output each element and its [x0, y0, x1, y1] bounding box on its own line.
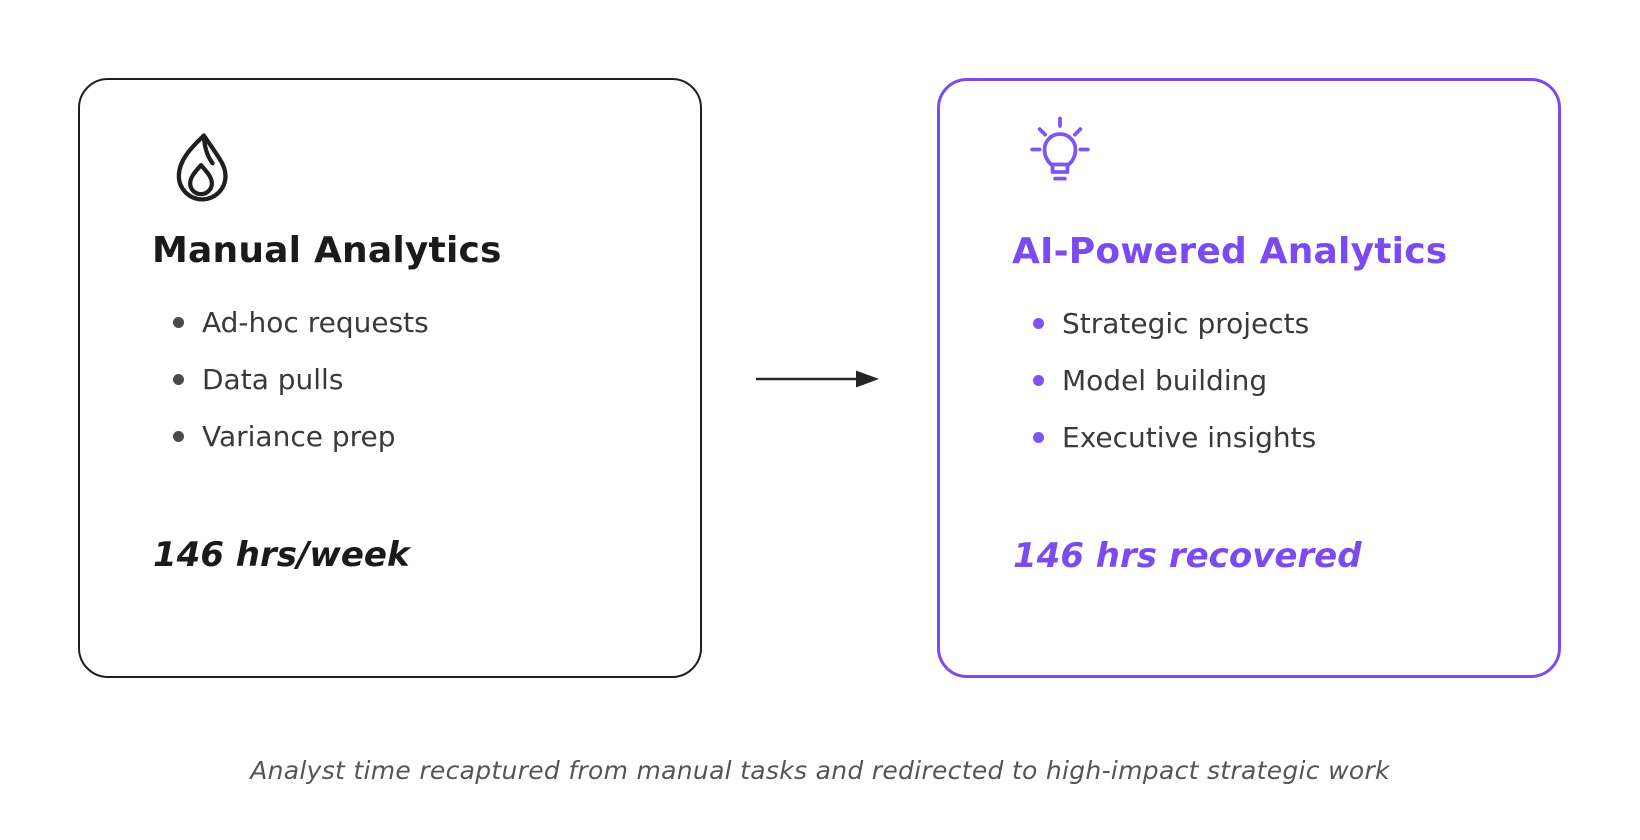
- bullet-dot: [173, 316, 184, 328]
- card-title: Manual Analytics: [152, 230, 502, 271]
- bullet-dot: [173, 373, 184, 385]
- list-item: Variance prep: [80, 416, 700, 456]
- list-item-label: Variance prep: [202, 419, 396, 453]
- caption-text: Analyst time recaptured from manual task…: [250, 756, 1390, 785]
- card-manual-analytics: Manual Analytics Ad-hoc requests Data pu…: [78, 78, 702, 678]
- list-item: Data pulls: [80, 359, 700, 399]
- card-title: AI-Powered Analytics: [1012, 231, 1448, 272]
- bullet-dot: [1033, 317, 1044, 329]
- metric-text: 146 hrs/week: [153, 535, 410, 575]
- list-item: Ad-hoc requests: [80, 302, 700, 342]
- list-item: Model building: [940, 360, 1558, 400]
- bullet-dot: [173, 430, 184, 442]
- card-ai-powered-analytics: AI-Powered Analytics Strategic projects …: [937, 78, 1561, 678]
- list-item-label: Strategic projects: [1062, 306, 1310, 340]
- lightbulb-icon: [1020, 111, 1100, 199]
- flow-arrow-icon: [752, 366, 884, 396]
- list-item-label: Executive insights: [1062, 420, 1317, 454]
- flame-icon: [168, 128, 234, 212]
- list-item: Strategic projects: [940, 303, 1558, 343]
- bullet-dot: [1033, 431, 1044, 443]
- list-item-label: Model building: [1062, 363, 1268, 397]
- metric-text: 146 hrs recovered: [1013, 536, 1362, 576]
- bullet-dot: [1033, 374, 1044, 386]
- list-item-label: Ad-hoc requests: [202, 305, 429, 339]
- list-item-label: Data pulls: [202, 362, 344, 396]
- list-item: Executive insights: [940, 417, 1558, 457]
